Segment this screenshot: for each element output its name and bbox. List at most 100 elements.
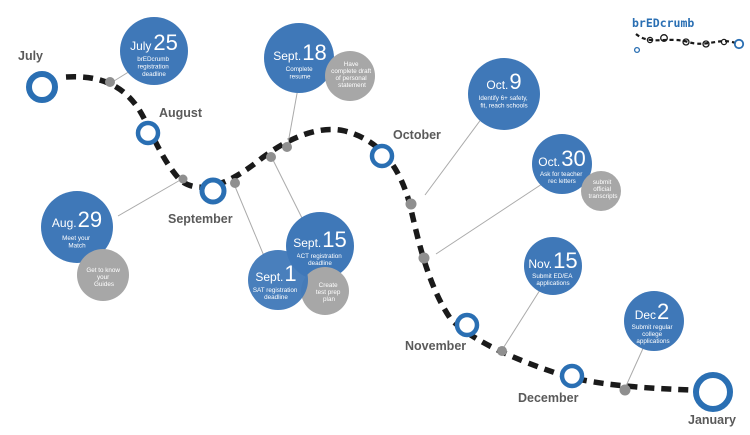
caption-dec2-3: applications	[636, 338, 669, 345]
svg-text:Nov.15: Nov.15	[528, 248, 577, 273]
logo: brEDcrumb	[632, 16, 745, 54]
event-oct9: Oct.9 Identify 6+ safety, fit, reach sch…	[468, 58, 540, 130]
ring-september	[199, 177, 227, 205]
svg-text:Get to know your G: Get to know your Guides	[86, 267, 121, 288]
svg-text:ACT registration deadlin: ACT registration deadline	[296, 253, 343, 267]
event-oct30: Oct.30 Ask for teacher rec letters submi…	[532, 134, 621, 211]
caption-jul25-1: brEDcrumb	[137, 56, 169, 63]
svg-text:Sept.18: Sept.18	[273, 40, 327, 65]
connector-aug29	[117, 178, 183, 217]
date-month-sep15: Sept.	[293, 236, 321, 250]
date-day-oct30: 30	[561, 146, 585, 171]
logo-path	[635, 33, 739, 46]
svg-text:Ask for teacher rec lett: Ask for teacher rec letters	[540, 171, 584, 185]
sub-caption-sep18-1: Have	[344, 61, 359, 68]
caption-dec2-1: Submit regular	[632, 324, 673, 331]
event-sep18: Sept.18 Complete resume Have complete dr…	[264, 23, 375, 101]
svg-text:Dec2: Dec2	[635, 299, 670, 324]
logo-ring-end	[733, 38, 745, 50]
connector-oct30	[435, 183, 543, 255]
svg-text:July25: July25	[130, 30, 178, 55]
caption-dec2-2: college	[642, 331, 662, 338]
svg-text:Oct.30: Oct.30	[538, 146, 586, 171]
logo-ring-start	[633, 46, 641, 54]
caption-aug29-2: Match	[68, 243, 86, 250]
date-month-sep18: Sept.	[273, 49, 301, 63]
caption-oct9-2: fit, reach schools	[480, 103, 527, 110]
sub-caption-aug29-3: Guides	[94, 281, 114, 288]
event-sep15: Sept.15 ACT registration deadline	[286, 212, 354, 280]
caption-nov15-2: applications	[536, 280, 569, 287]
date-day-sep1: 1	[284, 261, 296, 286]
date-day-jul25: 25	[153, 30, 177, 55]
sub-caption-aug29-2: your	[97, 274, 109, 281]
date-month-aug29: Aug.	[52, 216, 77, 230]
svg-text:Submit regular college: Submit regular college applications	[632, 324, 675, 345]
bubble-aug29	[41, 191, 113, 263]
event-dec2: Dec2 Submit regular college applications	[624, 291, 684, 351]
connectors	[113, 67, 646, 387]
svg-text:Meet your Match: Meet your Match	[62, 235, 92, 250]
logo-ring-2	[660, 34, 668, 42]
date-month-oct30: Oct.	[538, 155, 560, 169]
sub-caption-oct30-2: official	[593, 186, 611, 193]
date-day-aug29: 29	[78, 207, 102, 232]
connector-nov15	[501, 289, 541, 351]
svg-text:Oct.9: Oct.9	[486, 69, 521, 94]
caption-sep15-1: ACT registration	[296, 253, 342, 260]
bubble-sep1	[248, 250, 308, 310]
date-month-dec2: Dec	[635, 308, 656, 322]
ring-december	[559, 363, 585, 389]
path-dot-sep18	[282, 142, 292, 152]
logo-ring-3	[682, 38, 690, 46]
bubble-oct9	[468, 58, 540, 130]
ring-january	[693, 372, 733, 412]
sub-caption-sep1-3: plan	[323, 296, 335, 303]
ring-july	[26, 71, 58, 103]
logo-ring-5	[720, 38, 728, 46]
path-dot-sep1	[230, 178, 240, 188]
bubble-oct30	[532, 134, 592, 194]
event-aug29: Aug.29 Meet your Match Get to know your …	[41, 191, 129, 301]
sub-bubble-sep1	[301, 267, 349, 315]
path-dot-oct9	[405, 198, 417, 210]
caption-oct9-1: Identify 6+ safety,	[479, 95, 528, 102]
caption-nov15-1: Submit ED/EA	[532, 273, 573, 280]
date-month-sep1: Sept.	[255, 270, 283, 284]
connector-dec2	[625, 343, 646, 387]
connector-sep18	[286, 87, 299, 150]
sub-caption-sep1-2: test prep	[316, 289, 341, 296]
bubble-dec2	[624, 291, 684, 351]
event-sep1: Sept.1 SAT registration deadline Create …	[248, 250, 349, 315]
date-day-oct9: 9	[509, 69, 521, 94]
sub-caption-sep18-3: of personal	[336, 75, 367, 82]
date-month-jul25: July	[130, 39, 151, 53]
sub-caption-oct30-3: transcripts	[588, 193, 617, 200]
svg-text:Aug.29: Aug.29	[52, 207, 102, 232]
logo-text: brEDcrumb	[632, 16, 694, 30]
month-label-november: November	[405, 339, 466, 353]
month-rings	[26, 71, 733, 412]
connector-sep1	[233, 183, 265, 257]
ring-october	[369, 143, 395, 169]
path-dot-oct30	[418, 252, 430, 264]
svg-text:Create test prep p: Create test prep plan	[316, 282, 342, 303]
bubble-nov15	[524, 237, 582, 295]
caption-aug29-1: Meet your	[62, 235, 90, 242]
month-label-december: December	[518, 391, 579, 405]
svg-text:Identify 6+ safety, fit,: Identify 6+ safety, fit, reach schools	[479, 95, 530, 110]
date-day-sep15: 15	[322, 227, 346, 252]
connector-oct9	[424, 117, 483, 196]
date-day-dec2: 2	[657, 299, 669, 324]
ring-november	[454, 312, 480, 338]
path-dot-jul25	[105, 77, 115, 87]
month-label-october: October	[393, 128, 441, 142]
svg-text:submit official tr: submit official transcripts	[588, 179, 617, 200]
caption-jul25-3: deadline	[142, 71, 166, 78]
month-label-january: January	[688, 413, 736, 427]
path-dot-aug29	[178, 174, 188, 184]
logo-ring-1	[646, 36, 654, 44]
caption-sep18-2: resume	[290, 74, 311, 81]
caption-sep1-2: deadline	[264, 294, 288, 301]
svg-text:SAT registration deadlin: SAT registration deadline	[253, 287, 299, 301]
